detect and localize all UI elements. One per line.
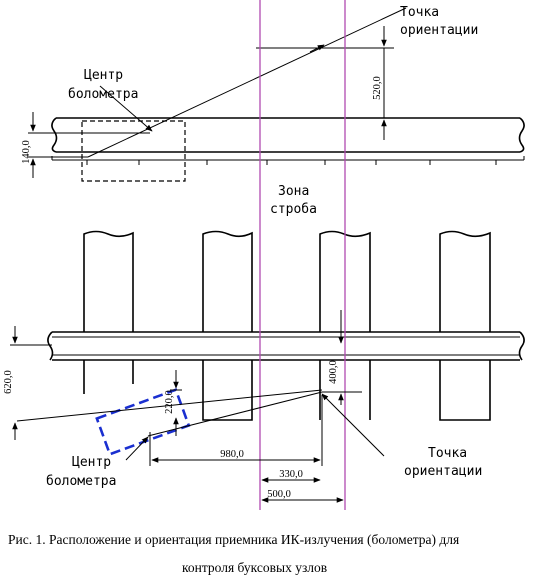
bolometer-zone-top [81,120,186,182]
sleepers [83,230,491,421]
sight-line-side [16,389,323,422]
dimension-980: 980,0 [149,395,323,466]
side-rail [47,331,525,361]
dimension-520-label: 520,0 [372,76,383,100]
dimension-620-label: 620,0 [3,370,14,394]
dimension-400-label: 400,0 [328,360,339,384]
top-rail [51,117,525,165]
center-leader-top [99,85,153,132]
figure-caption-line-1: Рис. 1. Расположение и ориентация приемн… [8,532,459,547]
dimension-140-label: 140,0 [21,140,32,164]
dimension-220-label: 220,0 [164,390,175,414]
dimension-220: 220,0 [164,370,182,436]
dimension-500: 500,0 [261,489,344,503]
center-leader-side [125,436,149,461]
strobe-zone-label-2: строба [270,202,317,217]
dimension-330: 330,0 [261,469,321,483]
bolometer-box-side [95,388,191,456]
figure-caption-line-2: контроля буксовых узлов [182,560,327,575]
dimension-330-label: 330,0 [279,469,303,480]
dimension-620: 620,0 [3,326,52,440]
strobe-zone-label-1: Зона [278,184,309,199]
dimension-500-label: 500,0 [267,489,291,500]
bolometer-center-label-side-1: Центр [72,455,111,470]
bolometer-center-label-top-1: Центр [84,68,123,83]
dimension-520: 520,0 [256,26,394,140]
orientation-label-top-2: ориентации [400,23,478,38]
dimension-980-label: 980,0 [220,449,244,460]
bolometer-center-label-top-2: болометра [68,87,138,102]
orientation-label-side-2: ориентации [404,464,482,479]
bolometer-center-label-side-2: болометра [46,474,116,489]
dimension-140: 140,0 [21,112,100,178]
orientation-label-side-1: Точка [428,446,467,461]
orientation-label-top-1: Точка [400,5,439,20]
sight-line-top [87,7,407,158]
sight-line-side-2 [147,391,323,437]
orientation-leader-side [321,393,385,457]
dimension-400: 400,0 [322,310,362,405]
